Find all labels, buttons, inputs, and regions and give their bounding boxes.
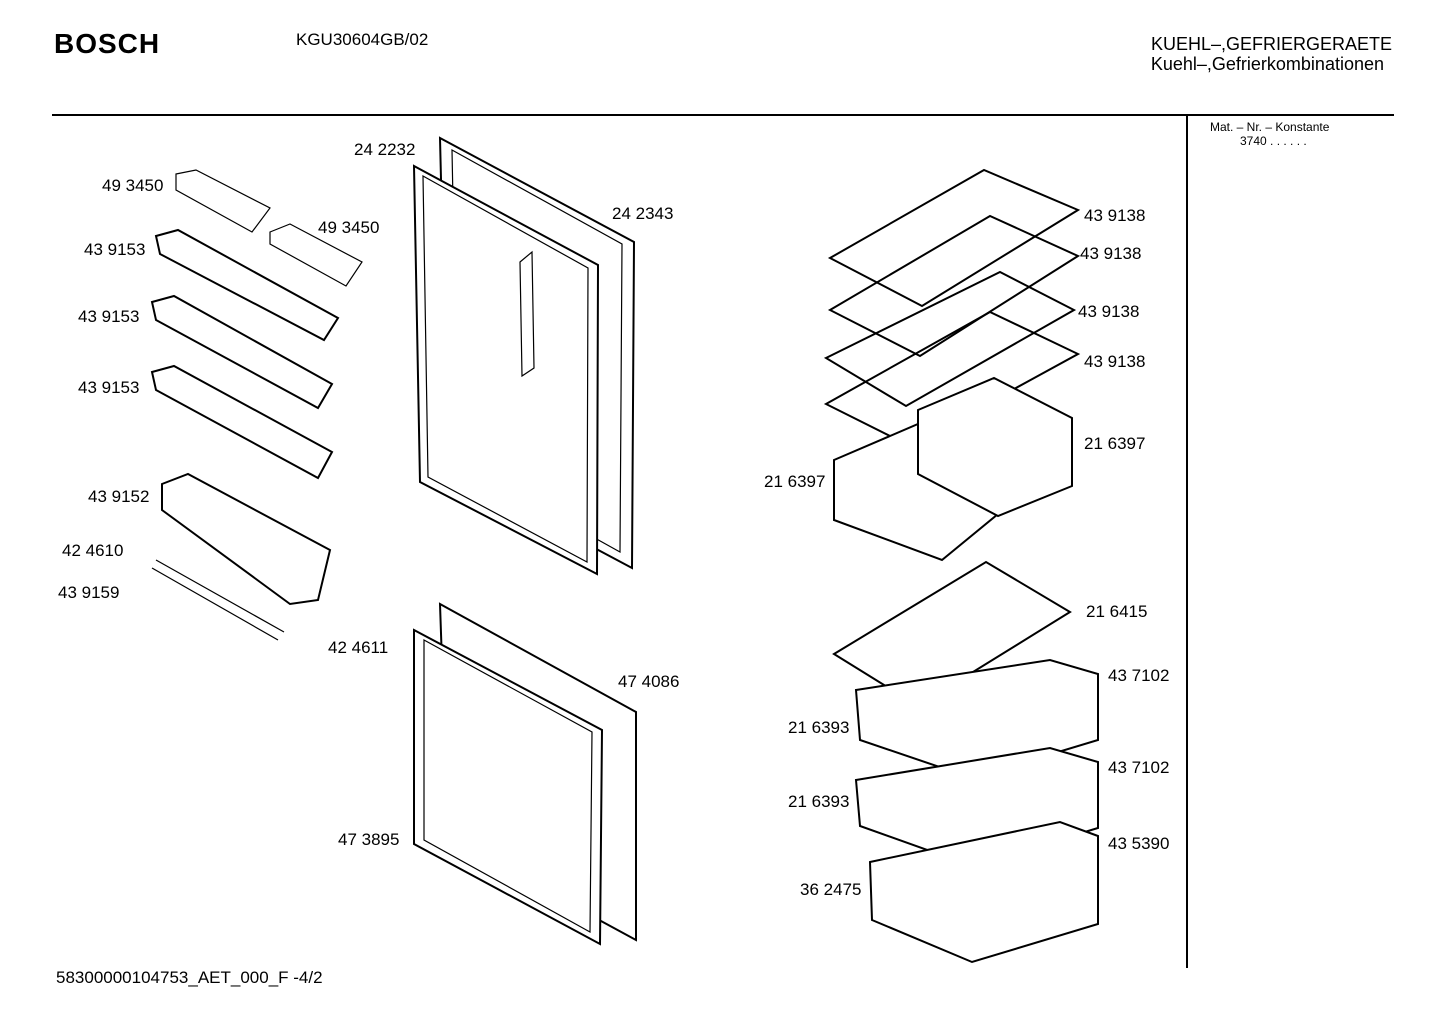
side-divider (1186, 116, 1188, 968)
part-label: 21 6393 (788, 718, 850, 737)
part-label: 42 4611 (328, 638, 389, 657)
part-label: 43 5390 (1108, 834, 1170, 853)
fridge-door-gasket (412, 136, 636, 576)
part-label: 43 7102 (1108, 758, 1170, 777)
freezer-drawers (832, 560, 1099, 964)
part-label: 42 4610 (62, 541, 124, 560)
part-label: 21 6415 (1086, 602, 1148, 621)
document-id: 58300000104753_AET_000_F -4/2 (56, 968, 323, 987)
freezer-door-gasket (413, 602, 637, 946)
part-label: 43 9153 (78, 307, 140, 326)
crisper-drawers (833, 376, 1073, 562)
part-label: 43 9153 (84, 240, 146, 259)
material-number-value: 3740 . . . . . . (1240, 134, 1307, 148)
category-subtitle: Kuehl–,Gefrierkombinationen (1150, 54, 1384, 74)
part-label: 21 6393 (788, 792, 850, 811)
part-label: 21 6397 (1084, 434, 1146, 453)
part-label: 49 3450 (102, 176, 164, 195)
part-label: 43 9138 (1084, 352, 1146, 371)
part-label: 49 3450 (318, 218, 380, 237)
part-label: 24 2343 (612, 204, 674, 223)
material-number-heading: Mat. – Nr. – Konstante (1210, 120, 1330, 134)
part-label: 47 4086 (618, 672, 680, 691)
part-label: 21 6397 (764, 472, 826, 491)
part-label: 43 9152 (88, 487, 150, 506)
model-number: KGU30604GB/02 (296, 30, 429, 49)
part-label: 24 2232 (354, 140, 416, 159)
part-label: 43 9138 (1084, 206, 1146, 225)
part-label: 43 9138 (1080, 244, 1142, 263)
part-label: 43 7102 (1108, 666, 1170, 685)
part-label: 47 3895 (338, 830, 400, 849)
glass-shelves (823, 168, 1081, 448)
part-label: 43 9159 (58, 583, 120, 602)
category-title: KUEHL–,GEFRIERGERAETE (1150, 34, 1392, 54)
part-label: 43 9138 (1078, 302, 1140, 321)
header-divider (52, 114, 1394, 116)
part-label: 36 2475 (800, 880, 862, 899)
part-label: 43 9153 (78, 378, 140, 397)
door-shelves (150, 169, 363, 641)
brand-logo: BOSCH (54, 28, 161, 59)
